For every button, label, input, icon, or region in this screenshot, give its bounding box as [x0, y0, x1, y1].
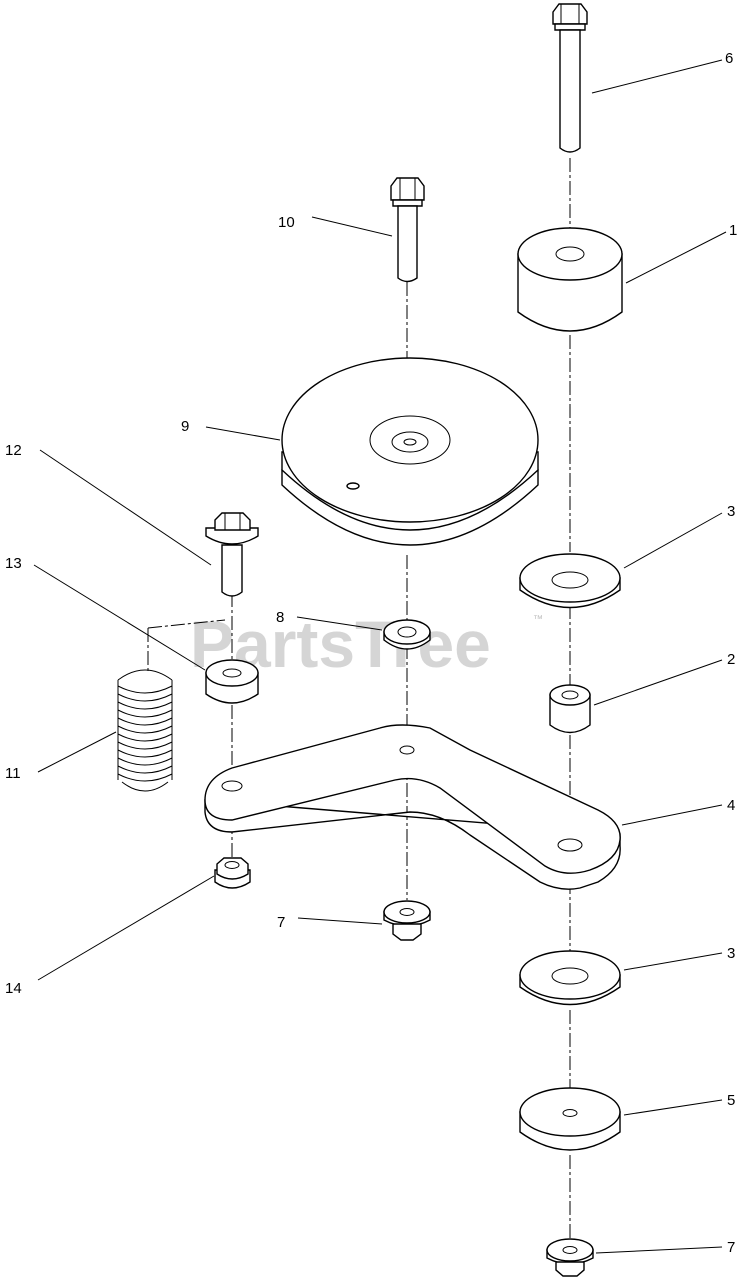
callout-5: 5	[727, 1092, 735, 1109]
part-12-bolt[interactable]	[205, 512, 259, 597]
callout-6: 6	[725, 50, 733, 67]
part-14-nut[interactable]	[214, 857, 251, 889]
callout-2: 2	[727, 651, 735, 668]
callout-14: 14	[5, 980, 22, 997]
callout-9: 9	[181, 418, 189, 435]
part-3-washer-lower[interactable]	[519, 950, 621, 1006]
callout-4: 4	[727, 797, 735, 814]
part-9-pulley[interactable]	[281, 357, 539, 546]
part-11-spring[interactable]	[117, 669, 173, 792]
callout-11: 11	[5, 765, 21, 782]
part-1-spacer[interactable]	[517, 227, 623, 332]
callout-3-lower: 3	[727, 945, 735, 962]
callout-12: 12	[5, 442, 22, 459]
part-3-washer-upper[interactable]	[519, 553, 621, 609]
part-2-bushing[interactable]	[549, 684, 591, 734]
axis-spring-hook	[147, 619, 226, 629]
callout-7-center: 7	[277, 914, 285, 931]
callout-7-bottom: 7	[727, 1239, 735, 1256]
part-6-bolt[interactable]	[552, 3, 588, 153]
part-8-washer[interactable]	[383, 619, 431, 650]
callout-1: 1	[729, 222, 737, 239]
part-7-flange-nut-center[interactable]	[383, 900, 431, 941]
part-10-bolt[interactable]	[390, 177, 425, 283]
part-7-flange-nut-bottom[interactable]	[546, 1238, 594, 1277]
part-13-spacer[interactable]	[205, 659, 259, 704]
watermark-trademark: ™	[533, 614, 543, 625]
callout-13: 13	[5, 555, 22, 572]
callout-8: 8	[276, 609, 284, 626]
part-4-idler-arm[interactable]	[204, 724, 621, 890]
leader-lines	[33, 59, 727, 1254]
callout-3-upper: 3	[727, 503, 735, 520]
callout-10: 10	[278, 214, 295, 231]
part-5-washer-thick[interactable]	[519, 1087, 621, 1151]
